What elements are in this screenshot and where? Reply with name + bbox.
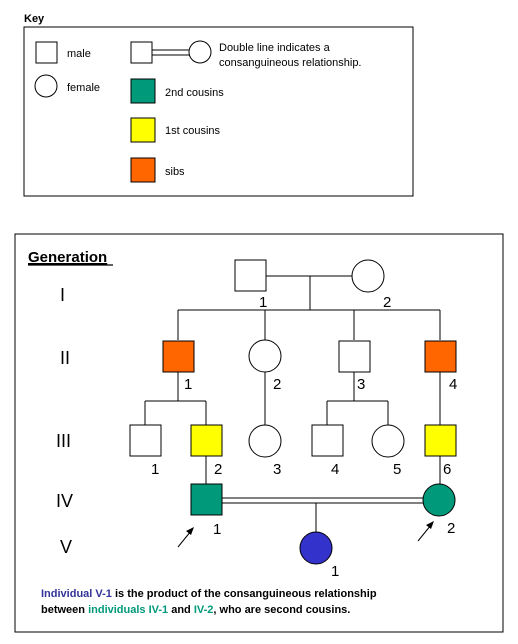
number-I-2: 2 <box>383 294 391 311</box>
number-III-5: 5 <box>393 461 401 478</box>
caption-line-2: between individuals IV-1 and IV-2, who a… <box>41 604 350 616</box>
number-III-2: 2 <box>214 461 222 478</box>
key-title: Key <box>24 13 45 25</box>
arrow-IV-1-icon <box>186 527 194 535</box>
number-V-1: 1 <box>331 563 339 580</box>
caption-line2-a: between <box>41 604 88 616</box>
number-I-1: 1 <box>259 294 267 311</box>
key-box <box>23 26 414 197</box>
individual-II-3 <box>338 340 371 373</box>
individual-II-2 <box>248 339 282 373</box>
pedigree-lines <box>144 275 441 548</box>
individual-III-6 <box>424 424 457 457</box>
number-II-3: 3 <box>357 376 365 393</box>
individual-II-4 <box>424 340 457 373</box>
individual-I-2 <box>351 259 385 293</box>
caption-individuals-IV1: individuals IV-1 <box>88 604 168 616</box>
number-II-1: 1 <box>184 376 192 393</box>
individual-III-1 <box>129 424 162 457</box>
caption-line2-rest: , who are second cousins. <box>213 604 350 616</box>
generation-label-I: I <box>60 285 65 305</box>
arrow-IV-1-shaft <box>177 530 192 548</box>
key-male-label: male <box>67 48 91 60</box>
generation-heading: Generation <box>28 249 107 266</box>
key-double-line-label-2: consanguineous relationship. <box>219 57 362 69</box>
individual-IV-2 <box>422 483 456 517</box>
individual-II-1 <box>162 340 195 373</box>
arrow-IV-2-shaft <box>417 524 432 542</box>
individual-IV-1 <box>190 483 223 516</box>
number-IV-2: 2 <box>447 520 455 537</box>
generation-label-IV: IV <box>56 491 73 511</box>
generation-label-V: V <box>60 537 72 557</box>
caption-line2-and: and <box>168 604 194 616</box>
key-first-cousins-swatch <box>130 117 156 143</box>
individual-III-3 <box>248 424 282 458</box>
key-consanguinity-male <box>130 41 153 64</box>
key-sibs-swatch <box>130 157 156 183</box>
key-consanguinity-female <box>188 40 212 64</box>
individual-III-4 <box>311 424 344 457</box>
number-III-1: 1 <box>151 461 159 478</box>
caption-individual-V1: Individual V-1 <box>41 588 112 600</box>
key-second-cousins-swatch <box>130 78 156 104</box>
generation-label-II: II <box>60 348 70 368</box>
individual-III-2 <box>190 424 223 457</box>
key-second-cousins-label: 2nd cousins <box>165 87 224 99</box>
key-female-symbol <box>34 74 58 98</box>
individual-III-5 <box>371 424 405 458</box>
number-II-4: 4 <box>449 376 457 393</box>
number-III-4: 4 <box>331 461 339 478</box>
caption-IV2: IV-2 <box>194 604 214 616</box>
arrow-IV-2-icon <box>426 521 434 529</box>
caption-line1-rest: is the product of the consanguineous rel… <box>112 588 377 600</box>
individual-I-1 <box>234 259 267 292</box>
key-sibs-label: sibs <box>165 166 185 178</box>
number-III-6: 6 <box>443 461 451 478</box>
number-III-3: 3 <box>273 461 281 478</box>
number-IV-1: 1 <box>213 521 221 538</box>
generation-label-III: III <box>56 431 71 451</box>
caption-line-1: Individual V-1 is the product of the con… <box>41 588 377 600</box>
key-first-cousins-label: 1st cousins <box>165 125 221 137</box>
number-II-2: 2 <box>273 376 281 393</box>
key-female-label: female <box>67 82 100 94</box>
key-double-line-label-1: Double line indicates a <box>219 42 331 54</box>
key-male-symbol <box>35 41 58 64</box>
individual-numbers: 1 2 1 2 3 4 1 2 3 4 5 6 1 2 1 <box>151 294 457 580</box>
individual-V-1 <box>299 531 333 565</box>
